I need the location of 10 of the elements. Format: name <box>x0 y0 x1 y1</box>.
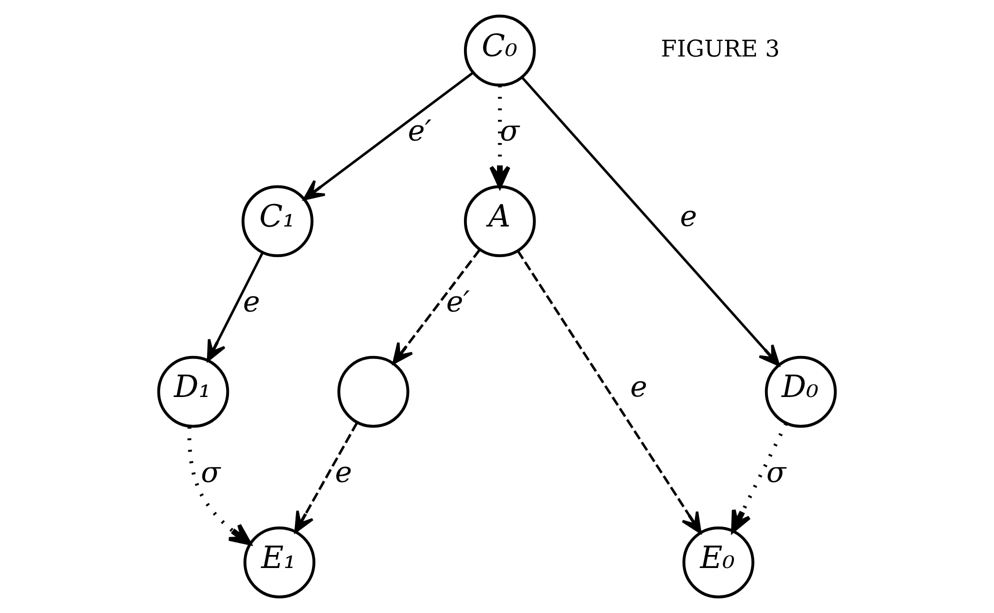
edge-label: e′ <box>446 284 470 318</box>
label: FIGURE 3 <box>660 36 780 63</box>
edge-label: e <box>243 284 260 318</box>
edge-label: e <box>680 198 698 233</box>
edge-label: σ <box>500 114 520 148</box>
edge-label: e <box>335 454 352 489</box>
edge-label: σ <box>766 454 786 489</box>
edge-label: σ <box>200 454 220 489</box>
edge-label: e <box>630 370 648 404</box>
edge-label: e′ <box>408 114 432 148</box>
